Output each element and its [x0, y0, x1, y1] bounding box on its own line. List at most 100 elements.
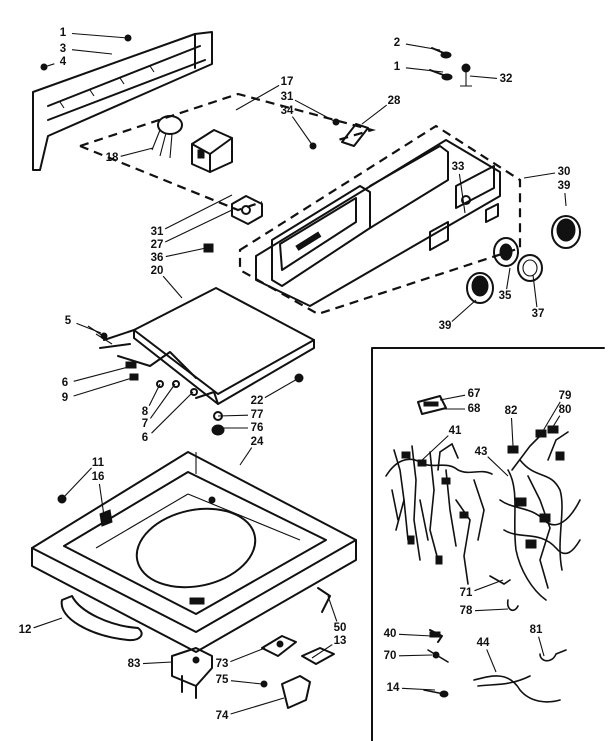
callout-l67: 67: [439, 388, 481, 401]
callout-label: 1: [394, 61, 401, 73]
callout-l77: 77: [217, 409, 263, 421]
wiring-harness-43: [499, 425, 581, 601]
callout-l28: 28: [361, 95, 401, 125]
callout-label: 68: [468, 403, 481, 415]
console-rear-panel: [32, 31, 213, 171]
callout-l9: 9: [62, 377, 133, 404]
callout-l31b: 31: [151, 194, 233, 238]
callout-l30: 30: [523, 166, 570, 179]
leader-line: [506, 267, 511, 290]
callout-l5: 5: [65, 315, 102, 334]
callout-l82: 82: [505, 405, 517, 447]
leader-line: [539, 401, 561, 437]
callout-label: 50: [334, 622, 347, 634]
clip-28: [341, 123, 369, 147]
leader-line: [451, 299, 477, 322]
callout-label: 40: [384, 628, 397, 640]
callout-label: 31: [151, 226, 164, 238]
callout-l20: 20: [151, 265, 183, 299]
callout-label: 75: [216, 674, 229, 686]
callout-label: 79: [559, 390, 572, 402]
callout-l4: 4: [43, 56, 67, 68]
leader-line: [76, 322, 102, 334]
callout-l31a: 31: [281, 91, 337, 123]
screws-top-right: [429, 47, 472, 87]
leader-line: [439, 394, 466, 401]
callout-label: 39: [439, 320, 452, 332]
knob-39-left: [466, 272, 494, 304]
callout-label: 27: [151, 239, 164, 251]
callout-label: 20: [151, 265, 164, 277]
leader-line: [523, 172, 556, 179]
callout-l80: 80: [550, 404, 571, 431]
top-panel: [31, 451, 357, 653]
callout-label: 36: [151, 252, 164, 264]
callout-l73: 73: [216, 647, 266, 670]
leader-line: [217, 414, 249, 417]
callout-label: 11: [92, 457, 105, 469]
callout-l17: 17: [235, 76, 294, 111]
callout-label: 67: [468, 388, 481, 400]
small-parts-inset: [423, 575, 567, 703]
callout-label: 17: [281, 76, 294, 88]
leader-line: [239, 447, 253, 466]
callout-l33: 33: [452, 161, 466, 214]
callout-l79: 79: [539, 390, 572, 437]
callout-l12: 12: [19, 617, 63, 636]
timer-switch: [151, 115, 183, 159]
leader-line: [162, 275, 183, 299]
control-block: [191, 129, 233, 173]
callout-label: 31: [281, 91, 294, 103]
callout-l81: 81: [530, 624, 545, 657]
callout-l1b: 1: [394, 61, 444, 73]
leader-line: [538, 636, 545, 657]
callout-l18: 18: [106, 147, 154, 164]
leader-line: [474, 608, 509, 612]
callout-label: 37: [532, 308, 545, 320]
leader-line: [230, 697, 285, 715]
callout-l1a: 1: [60, 27, 129, 39]
callout-label: 78: [460, 605, 473, 617]
callout-l83: 83: [128, 658, 173, 670]
knob-39-right: [551, 215, 581, 249]
callout-label: 3: [60, 43, 66, 55]
leader-line: [469, 75, 498, 79]
leader-line: [419, 435, 449, 463]
callout-label: 6: [142, 432, 148, 444]
callout-label: 16: [92, 471, 105, 483]
leader-line: [142, 661, 173, 665]
leader-line: [264, 377, 300, 399]
callout-label: 83: [128, 658, 141, 670]
leader-line: [532, 274, 538, 308]
callout-label: 71: [460, 587, 473, 599]
leader-line: [98, 483, 105, 517]
callout-l37: 37: [532, 274, 545, 320]
callout-l3: 3: [60, 43, 113, 55]
callout-label: 2: [394, 37, 400, 49]
leader-line: [564, 192, 567, 207]
callout-label: 76: [251, 422, 264, 434]
callout-label: 12: [19, 624, 32, 636]
callout-label: 18: [106, 152, 119, 164]
harness-inset-frame: [371, 347, 605, 741]
leader-line: [291, 116, 314, 147]
callout-label: 24: [251, 436, 264, 448]
leader-line: [398, 654, 433, 657]
callout-l6a: 6: [62, 365, 133, 389]
leader-line: [405, 43, 441, 51]
callout-l71: 71: [460, 579, 504, 599]
callout-label: 8: [142, 406, 149, 418]
switch-73: [261, 635, 297, 657]
leader-line: [73, 377, 133, 397]
leader-line: [311, 644, 333, 659]
callout-label: 35: [499, 290, 512, 302]
callout-l68: 68: [441, 403, 481, 415]
callout-label: 33: [452, 161, 465, 173]
leader-line: [164, 209, 233, 243]
callout-l16: 16: [92, 471, 105, 517]
callout-l41: 41: [419, 425, 462, 463]
switch-27: [231, 195, 263, 225]
assembly-outline-17: [79, 92, 377, 212]
leader-line: [230, 647, 266, 663]
leader-line: [550, 415, 561, 431]
